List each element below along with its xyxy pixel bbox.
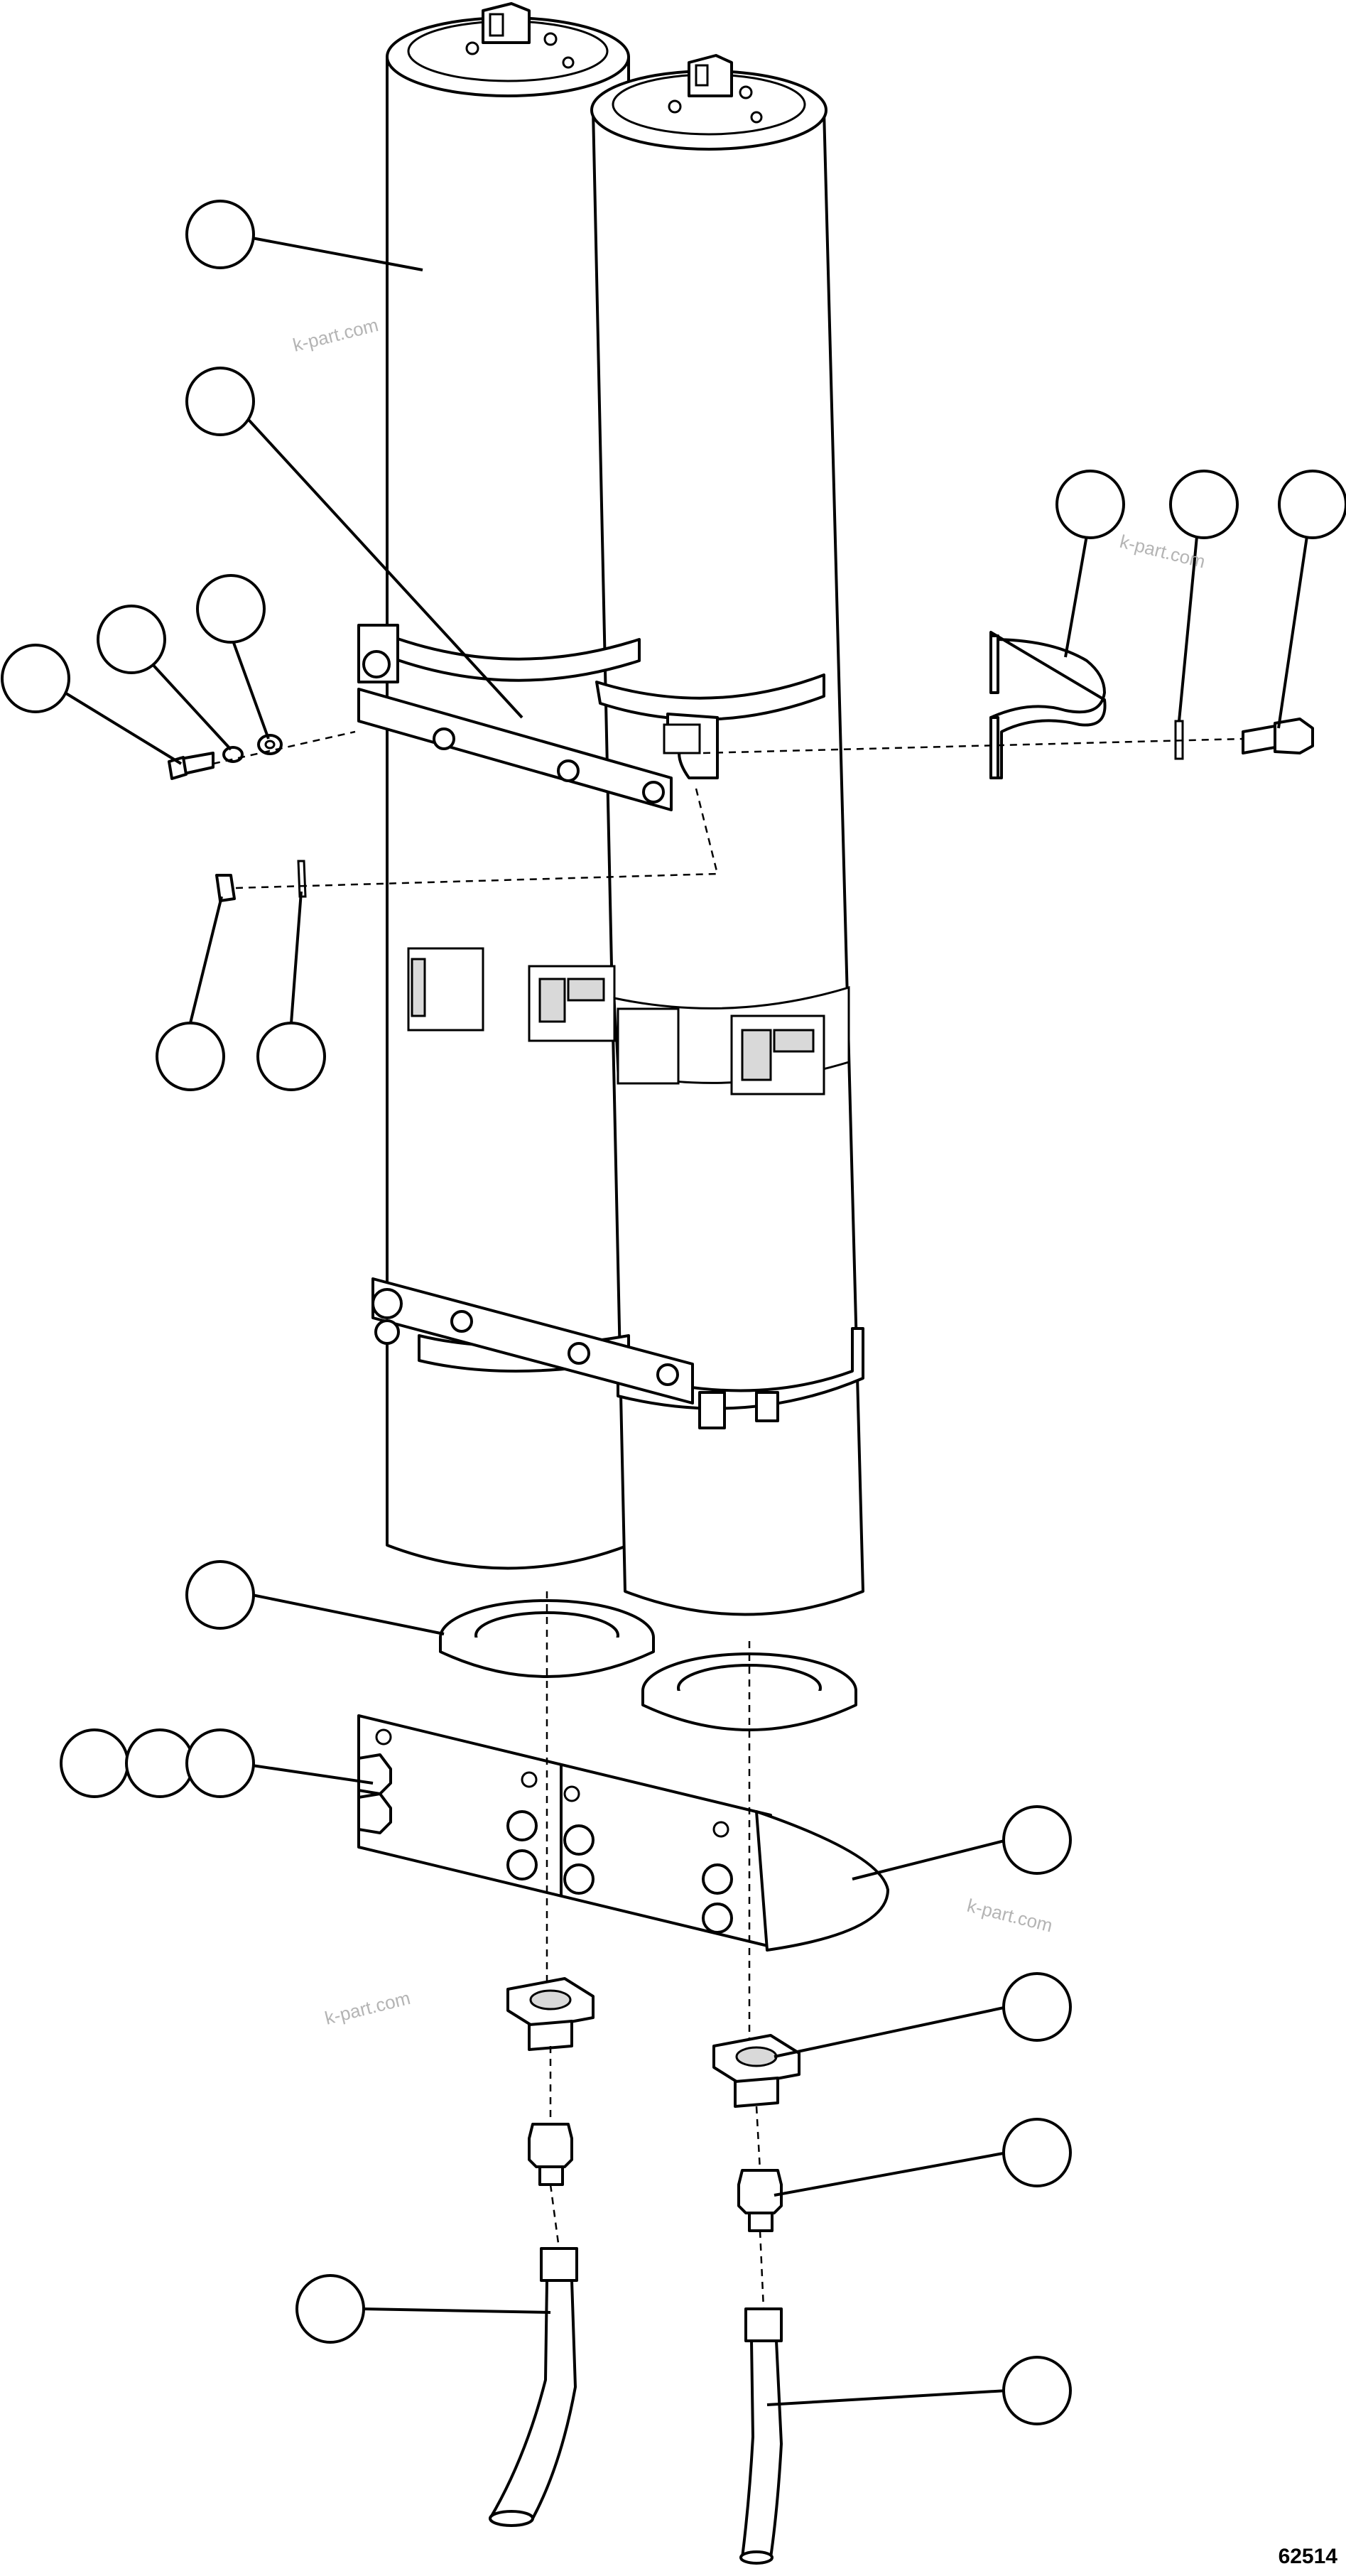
right-cylinder — [590, 54, 864, 1616]
callout-lock-washer-left — [97, 605, 166, 674]
assembly-lines — [212, 730, 1244, 2310]
callout-hose-right — [1002, 2356, 1072, 2425]
callout-adapter-fitting — [1002, 2118, 1072, 2187]
spacer-part — [297, 860, 307, 898]
callout-base-bracket — [1002, 1805, 1072, 1875]
flange-fitting-left — [506, 1977, 595, 2051]
callout-base-bolt-b — [125, 1728, 195, 1798]
callout-nut-clip — [156, 1022, 225, 1091]
hose-right-part — [739, 2307, 783, 2565]
figure-number: 62514 — [1278, 2545, 1337, 2568]
bolt-left-part — [168, 752, 215, 780]
lock-washer-left-part — [222, 746, 244, 763]
callout-spacer — [256, 1022, 326, 1091]
flange-fitting-right — [712, 2034, 800, 2108]
left-cylinder — [386, 2, 630, 1570]
watermark-3: k-part.com — [965, 1895, 1055, 1937]
flat-washer-left-part — [257, 734, 283, 755]
lower-mounting-strap — [371, 1277, 864, 1429]
bolt-right-part — [1242, 718, 1314, 754]
callouts — [1, 200, 1346, 2425]
watermark-4: k-part.com — [322, 1987, 412, 2029]
watermark-1: k-part.com — [291, 314, 380, 356]
callout-hose-left — [295, 2274, 365, 2344]
callout-flat-washer-left — [196, 574, 266, 644]
callout-cylinder-left — [185, 200, 255, 269]
callout-gasket — [185, 1560, 255, 1630]
hose-left-part — [489, 2247, 578, 2527]
adapter-fitting-right — [737, 2169, 783, 2232]
gasket-left — [439, 1599, 655, 1678]
leader-lines — [52, 237, 1308, 2406]
callout-clamp-band — [1055, 470, 1125, 539]
callout-bolt-left — [1, 644, 70, 713]
callout-flange-fitting — [1002, 1972, 1072, 2042]
upper-mounting-strap — [357, 624, 825, 811]
adapter-fitting-left — [528, 2123, 573, 2186]
base-bracket-part — [357, 1714, 889, 1952]
callout-base-bolt-a — [60, 1728, 129, 1798]
nut-clip-part — [215, 874, 236, 902]
callout-mounting-strap-upper — [185, 367, 255, 436]
clamp-band-exploded — [989, 631, 1107, 779]
callout-washer-right — [1169, 470, 1239, 539]
callout-base-bolt-c — [185, 1728, 255, 1798]
callout-bolt-right — [1278, 470, 1346, 539]
cylinder-labels — [407, 947, 850, 1095]
